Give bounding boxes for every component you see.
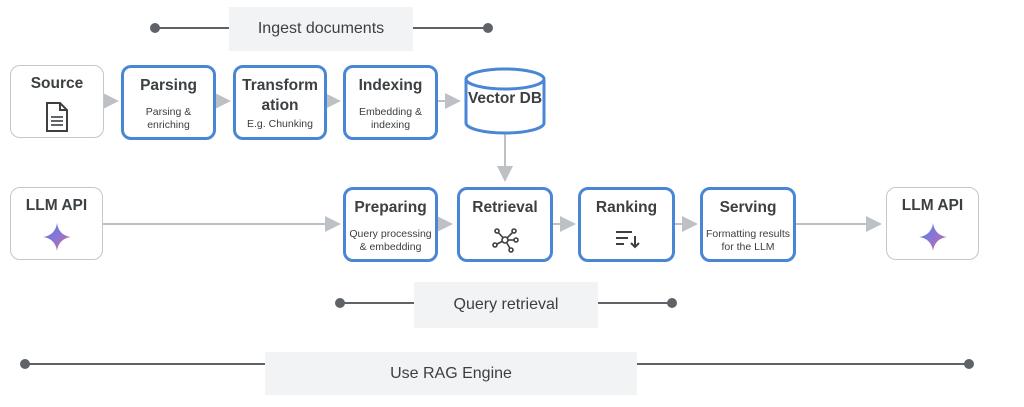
ranking-title: Ranking (595, 199, 658, 216)
ingest-line-end-dot (483, 23, 493, 33)
retrieval-step: Retrieval (457, 187, 553, 262)
serving-step: Serving Formatting results for the LLM (700, 187, 796, 262)
rag-line-end-dot (964, 359, 974, 369)
sparkle-icon (918, 223, 947, 251)
serving-subtitle: Formatting results for the LLM (705, 228, 791, 253)
transformation-step: Transform ation E.g. Chunking (233, 65, 327, 140)
preparing-step: Preparing Query processing & embedding (343, 187, 438, 262)
transformation-title: Transform ation (242, 77, 318, 114)
rag-line-start-dot (20, 359, 30, 369)
source-title: Source (30, 75, 84, 92)
parsing-title: Parsing (140, 77, 197, 94)
serving-title: Serving (719, 199, 777, 216)
preparing-subtitle: Query processing & embedding (349, 228, 432, 253)
vector-db-title: Vector DB (467, 90, 543, 107)
query-retrieval-label: Query retrieval (414, 282, 598, 328)
indexing-step: Indexing Embedding & indexing (343, 65, 438, 140)
retrieval-title: Retrieval (472, 199, 538, 216)
llm-api-input-box: LLM API (10, 187, 103, 260)
ingest-documents-label: Ingest documents (229, 7, 413, 51)
indexing-title: Indexing (358, 77, 423, 94)
vector-db: Vector DB (463, 67, 547, 135)
database-cylinder-icon (464, 67, 546, 135)
network-icon (492, 228, 519, 253)
llm-api-output-title: LLM API (901, 197, 964, 214)
indexing-subtitle: Embedding & indexing (358, 106, 423, 131)
document-icon (46, 102, 68, 132)
llm-api-input-title: LLM API (25, 197, 88, 214)
sort-icon (615, 231, 640, 249)
ranking-step: Ranking (578, 187, 675, 262)
transformation-subtitle: E.g. Chunking (247, 118, 313, 130)
use-rag-engine-label: Use RAG Engine (265, 352, 637, 395)
parsing-subtitle: Parsing & enriching (145, 106, 192, 131)
preparing-title: Preparing (354, 199, 427, 216)
sparkle-icon (42, 223, 71, 251)
query-line-end-dot (667, 298, 677, 308)
parsing-step: Parsing Parsing & enriching (121, 65, 216, 140)
ingest-line-start-dot (150, 23, 160, 33)
llm-api-output-box: LLM API (886, 187, 979, 260)
query-line-start-dot (335, 298, 345, 308)
source-box: Source (10, 65, 104, 138)
